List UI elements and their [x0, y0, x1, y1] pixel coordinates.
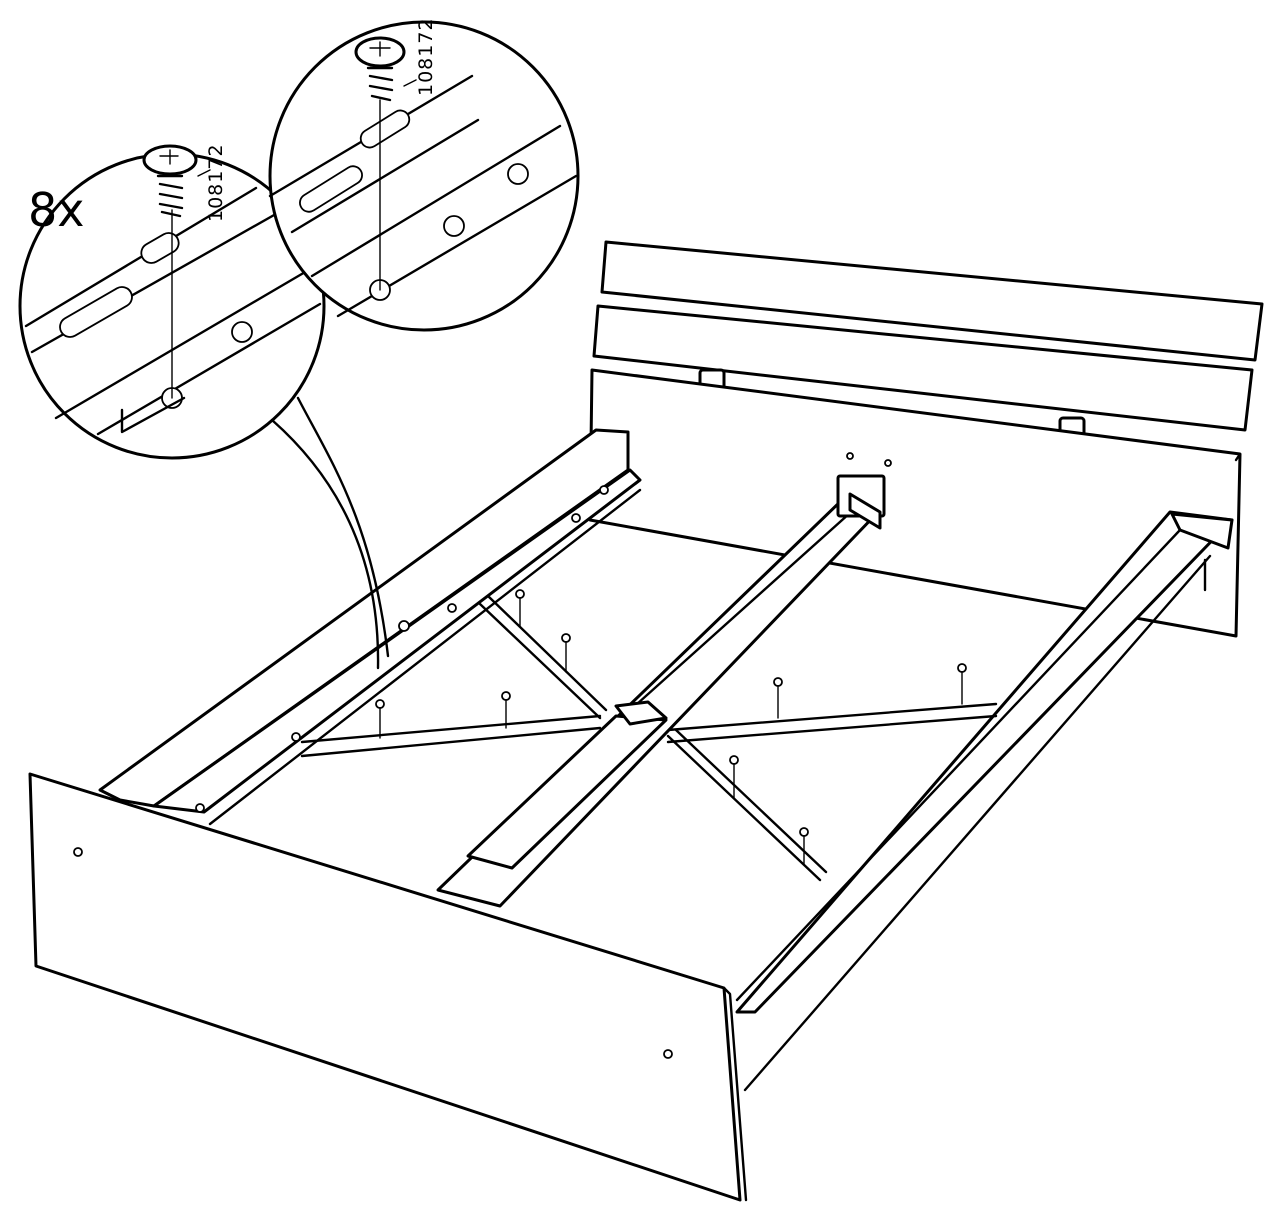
screw-icon — [515, 589, 525, 627]
diagonal-brace-left — [300, 594, 608, 758]
screw-icon — [142, 144, 198, 218]
screw-icon — [799, 827, 809, 865]
center-beam — [436, 474, 886, 908]
screw-icon — [561, 633, 571, 673]
headboard — [588, 240, 1264, 638]
side-rail-right — [735, 510, 1234, 1092]
screw-markers — [375, 589, 967, 865]
screw-icon — [354, 36, 406, 102]
footboard — [28, 772, 748, 1202]
side-rail-left — [98, 428, 642, 826]
screw-icon — [957, 663, 967, 705]
quantity-label: 8x — [28, 183, 85, 237]
detail-callout-left — [18, 144, 326, 460]
part-number-label-right: 108172 — [415, 17, 437, 96]
screw-icon — [773, 677, 783, 719]
part-number-label-left: 108172 — [205, 143, 227, 222]
screw-icon — [375, 699, 385, 739]
screw-icon — [729, 755, 739, 799]
detail-callout-right — [268, 20, 580, 332]
screw-icon — [501, 691, 511, 729]
headboard-slat-top — [600, 240, 1264, 362]
headboard-slat-middle — [592, 304, 1254, 432]
diagonal-brace-right — [666, 702, 998, 882]
